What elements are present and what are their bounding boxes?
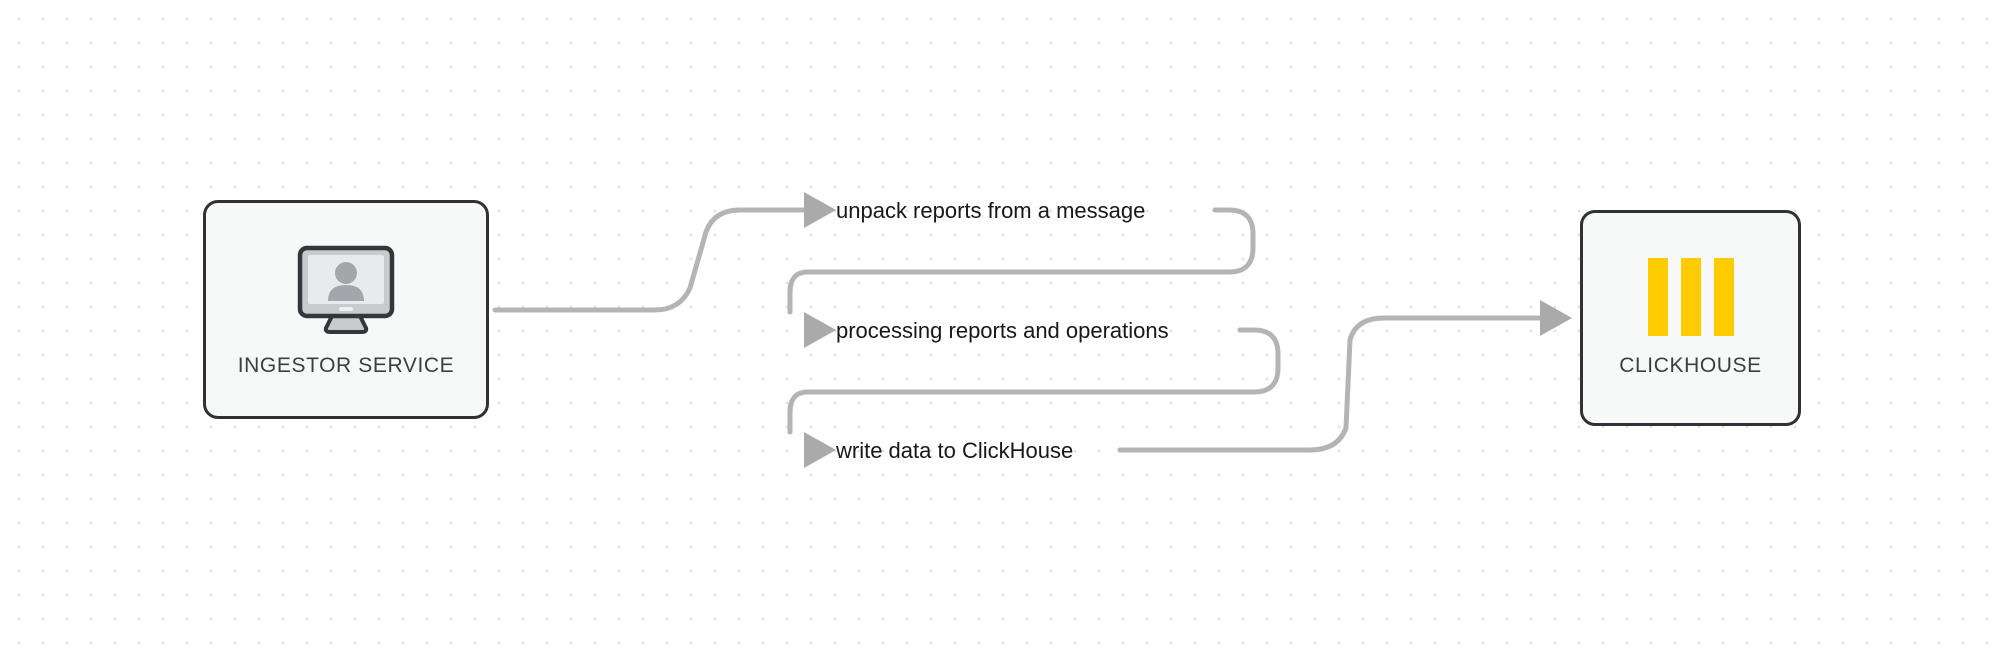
edge-label-processing: processing reports and operations [836, 318, 1169, 343]
clickhouse-bar-3 [1713, 258, 1734, 336]
edge-label-unpack: unpack reports from a message [836, 198, 1146, 223]
edge-label-write: write data to ClickHouse [836, 438, 1074, 463]
connector-processing-loop-to-write [787, 327, 1281, 435]
arrowhead-unpack [804, 192, 836, 228]
node-clickhouse[interactable]: CLICKHOUSE [1580, 210, 1801, 426]
clickhouse-bar-2 [1680, 258, 1701, 336]
node-label-ingestor-service: INGESTOR SERVICE [237, 353, 455, 377]
arrowhead-write [804, 432, 836, 468]
clickhouse-bar-1 [1647, 258, 1668, 336]
monitor-user-icon [290, 242, 402, 338]
node-label-clickhouse: CLICKHOUSE [1619, 354, 1762, 377]
connector-ingestor-to-unpack [492, 207, 808, 313]
arrowhead-processing [804, 312, 836, 348]
arrowhead-clickhouse [1540, 300, 1572, 336]
connector-unpack-loop-to-processing [787, 207, 1256, 315]
clickhouse-logo-icon [1647, 258, 1734, 336]
connector-write-to-clickhouse [1117, 315, 1543, 453]
node-ingestor-service[interactable]: INGESTOR SERVICE [203, 200, 489, 419]
